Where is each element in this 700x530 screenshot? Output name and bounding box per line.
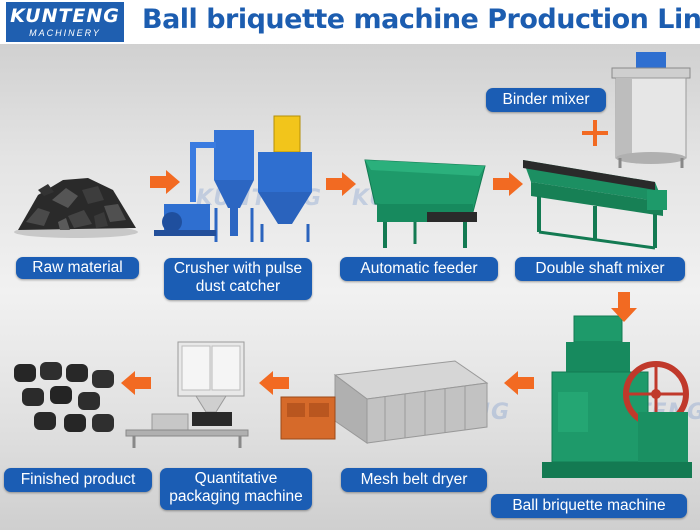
plus-icon — [582, 120, 608, 146]
logo-wordmark: KUNTENG — [10, 5, 120, 27]
label-double-shaft-mixer: Double shaft mixer — [515, 257, 685, 281]
finished-product-image — [14, 362, 114, 432]
logo-subtitle: MACHINERY — [29, 28, 101, 38]
header-bar: KUNTENG MACHINERY Ball briquette machine… — [0, 0, 700, 44]
label-finished-product: Finished product — [4, 468, 152, 492]
label-packaging-line1: Quantitative — [194, 470, 278, 487]
label-crusher-line1: Crusher with pulse — [173, 260, 303, 277]
page-title: Ball briquette machine Production Line — [142, 4, 700, 35]
raw-material-image — [14, 178, 138, 238]
label-crusher: Crusher with pulse dust catcher — [164, 258, 312, 300]
binder-mixer-image — [611, 52, 691, 168]
label-automatic-feeder: Automatic feeder — [340, 257, 498, 281]
arrow-left-icon — [504, 371, 534, 395]
label-packaging-line2: packaging machine — [169, 488, 303, 505]
label-raw-material: Raw material — [16, 257, 139, 279]
label-ball-briquette-machine: Ball briquette machine — [491, 494, 687, 518]
packaging-machine-image — [125, 341, 249, 448]
feeder-machine-image — [364, 159, 486, 248]
double-shaft-mixer-image — [523, 160, 667, 250]
arrow-down-icon — [611, 292, 637, 322]
label-packaging-machine: Quantitative packaging machine — [160, 468, 312, 510]
arrow-left-icon — [121, 371, 151, 395]
arrow-right-icon — [150, 170, 180, 194]
arrow-left-icon — [259, 371, 289, 395]
label-binder-mixer: Binder mixer — [486, 88, 606, 112]
label-crusher-line2: dust catcher — [195, 278, 281, 295]
arrow-right-icon — [493, 172, 523, 196]
ball-briquette-machine-image — [542, 315, 692, 478]
mesh-belt-dryer-image — [280, 360, 489, 444]
company-logo: KUNTENG MACHINERY — [6, 2, 124, 42]
crusher-machine-image — [154, 115, 312, 242]
arrow-right-icon — [326, 172, 356, 196]
label-mesh-belt-dryer: Mesh belt dryer — [341, 468, 487, 492]
